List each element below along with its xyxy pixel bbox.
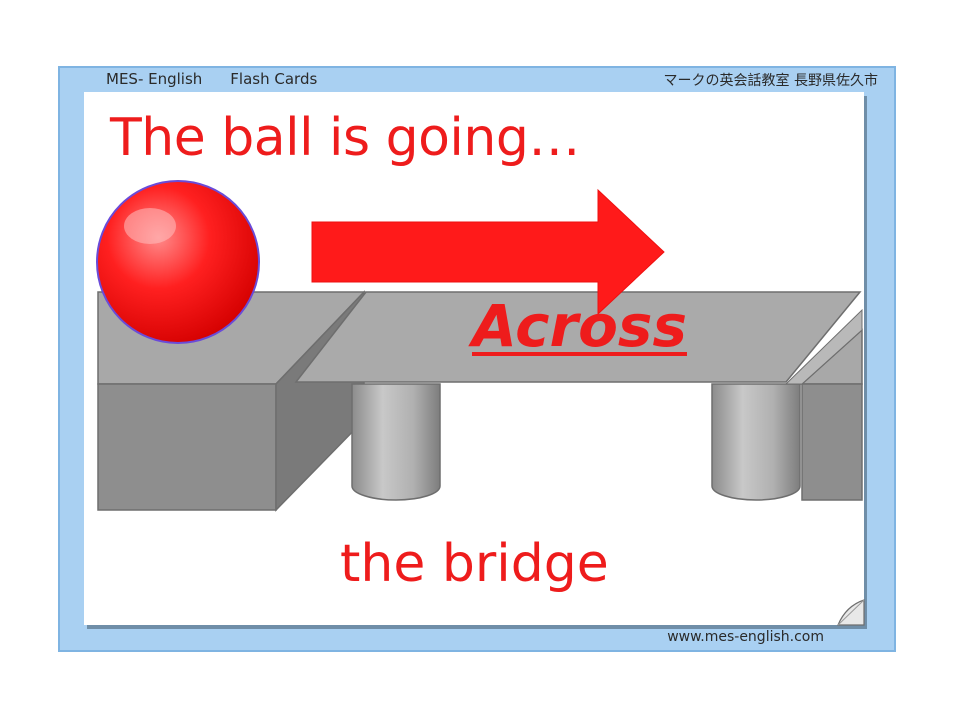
red-ball-icon	[96, 180, 260, 344]
header-brand: MES- English Flash Cards	[106, 70, 317, 88]
brand-label: MES- English	[106, 70, 203, 88]
right-block	[784, 308, 863, 501]
bridge-pillar-right	[711, 383, 801, 501]
card-headline: The ball is going…	[110, 108, 580, 168]
preposition-keyword: Across	[472, 292, 687, 360]
bridge-deck	[294, 291, 862, 383]
section-label: Flash Cards	[230, 70, 318, 88]
header-school: マークの英会話教室 長野県佐久市	[663, 73, 878, 89]
bridge-pillar-left	[351, 383, 441, 501]
page-curl-icon	[837, 599, 865, 626]
footer-url[interactable]: www.mes-english.com	[667, 629, 824, 645]
right-arrow-icon	[311, 188, 665, 316]
card-object: the bridge	[340, 534, 609, 594]
